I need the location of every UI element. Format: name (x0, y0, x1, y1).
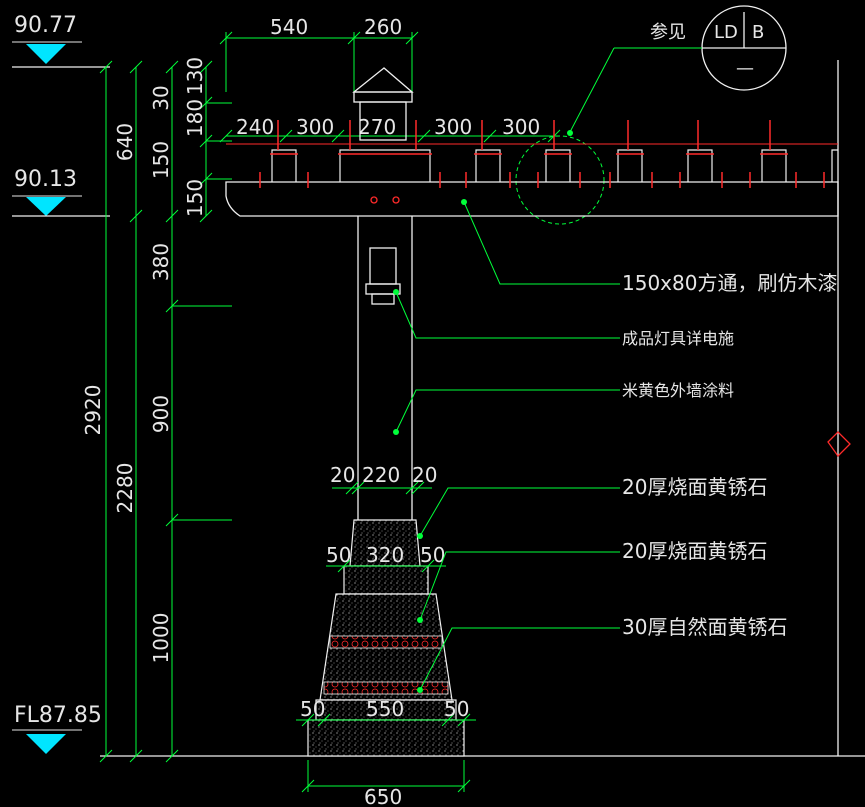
dim-beam-270: 270 (358, 115, 396, 139)
dim-base-width-650: 650 (364, 785, 402, 807)
level-triangle-icon (26, 197, 66, 216)
level-marker-middle: 90.13 (12, 167, 110, 217)
reference-ld: LD (714, 22, 738, 43)
break-symbol (827, 431, 851, 458)
lamp-fixture (369, 247, 397, 285)
detail-reference: 参见 LD B — (515, 5, 787, 225)
dim-beam-300a: 300 (296, 115, 334, 139)
dim-beam-240: 240 (236, 115, 274, 139)
dim-text-180: 180 (183, 99, 207, 137)
reference-bottom: — (736, 58, 754, 79)
dim-text-900: 900 (149, 395, 173, 433)
column-shaft (357, 216, 413, 520)
dim-base-top-50a: 50 (326, 543, 351, 567)
detail-callout-circle (515, 135, 605, 225)
base-dimension-lines (296, 559, 476, 793)
note-purlin: 150x80方通，刷仿木漆 (622, 271, 837, 295)
level-triangle-icon (26, 44, 66, 64)
level-triangle-icon (26, 734, 66, 754)
level-marker-floor: FL87.85 (12, 703, 102, 754)
material-leaders (393, 201, 620, 693)
dim-text-150a: 150 (149, 141, 173, 179)
dim-text-1000: 1000 (149, 613, 173, 664)
dim-text-380: 380 (149, 243, 173, 281)
top-dimension-lines (219, 31, 561, 143)
reference-label: 参见 (650, 22, 686, 43)
dim-col-20b: 20 (412, 463, 437, 487)
level-marker-top: 90.77 (12, 13, 110, 68)
dim-beam-300c: 300 (502, 115, 540, 139)
dim-base-top-50b: 50 (420, 543, 445, 567)
dim-base-bot-550: 550 (366, 697, 404, 721)
dim-base-top-320: 320 (366, 543, 404, 567)
dim-text-30: 30 (149, 85, 173, 110)
level-text-middle: 90.13 (14, 167, 77, 192)
dim-text-column-height: 2280 (113, 463, 137, 514)
dim-col-20a: 20 (330, 463, 355, 487)
dim-text-130: 130 (183, 57, 207, 95)
dim-text-top-640: 640 (113, 123, 137, 161)
dim-text-150b: 150 (183, 179, 207, 217)
dim-beam-300b: 300 (434, 115, 472, 139)
reference-b: B (752, 22, 764, 43)
dim-text-260: 260 (364, 15, 402, 39)
level-text-top: 90.77 (14, 13, 77, 38)
column-dimension-lines (332, 481, 432, 495)
dim-text-540: 540 (270, 15, 308, 39)
dim-base-bot-50a: 50 (300, 697, 325, 721)
column-cap (352, 67, 414, 141)
level-text-floor: FL87.85 (14, 703, 102, 728)
note-stone-2: 20厚烧面黄锈石 (622, 539, 767, 563)
dim-text-total-height: 2920 (81, 385, 105, 436)
dim-col-220: 220 (362, 463, 400, 487)
dim-base-bot-50b: 50 (444, 697, 469, 721)
note-paint: 米黄色外墙涂料 (622, 381, 734, 400)
note-stone-1: 20厚烧面黄锈石 (622, 475, 767, 499)
note-stone-3: 30厚自然面黄锈石 (622, 615, 787, 639)
left-dimension-lines (99, 60, 232, 763)
note-lamp: 成品灯具详电施 (622, 329, 734, 348)
